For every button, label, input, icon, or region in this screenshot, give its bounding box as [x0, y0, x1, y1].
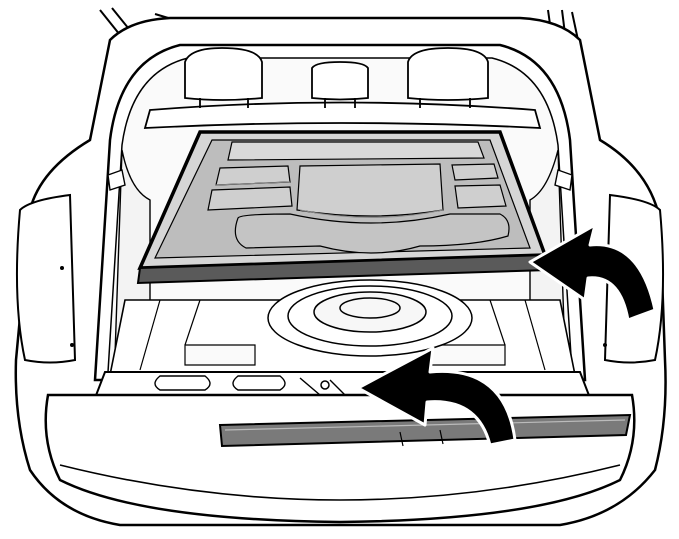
cargo-organizer-tray — [138, 132, 548, 283]
tray-compartment-left-bottom — [208, 187, 292, 210]
tray-compartment-top-strip — [228, 142, 484, 160]
taillight-left — [17, 195, 75, 363]
taillight-left-screw — [60, 266, 64, 270]
spare-wheel — [268, 280, 472, 356]
sill-slot-left — [155, 376, 210, 390]
headrest-center — [312, 62, 368, 100]
taillight-right-screw — [603, 343, 607, 347]
tray-compartment-center — [297, 164, 443, 216]
tray-compartment-right-bottom — [455, 185, 506, 208]
headrest-left — [185, 48, 262, 100]
lock-latch — [321, 381, 329, 389]
taillight-left-screw — [70, 343, 74, 347]
tray-compartment-right-top — [452, 164, 498, 180]
headrest-right — [408, 48, 488, 100]
rear-bumper — [46, 395, 635, 522]
sill-slot-middle — [233, 376, 285, 390]
